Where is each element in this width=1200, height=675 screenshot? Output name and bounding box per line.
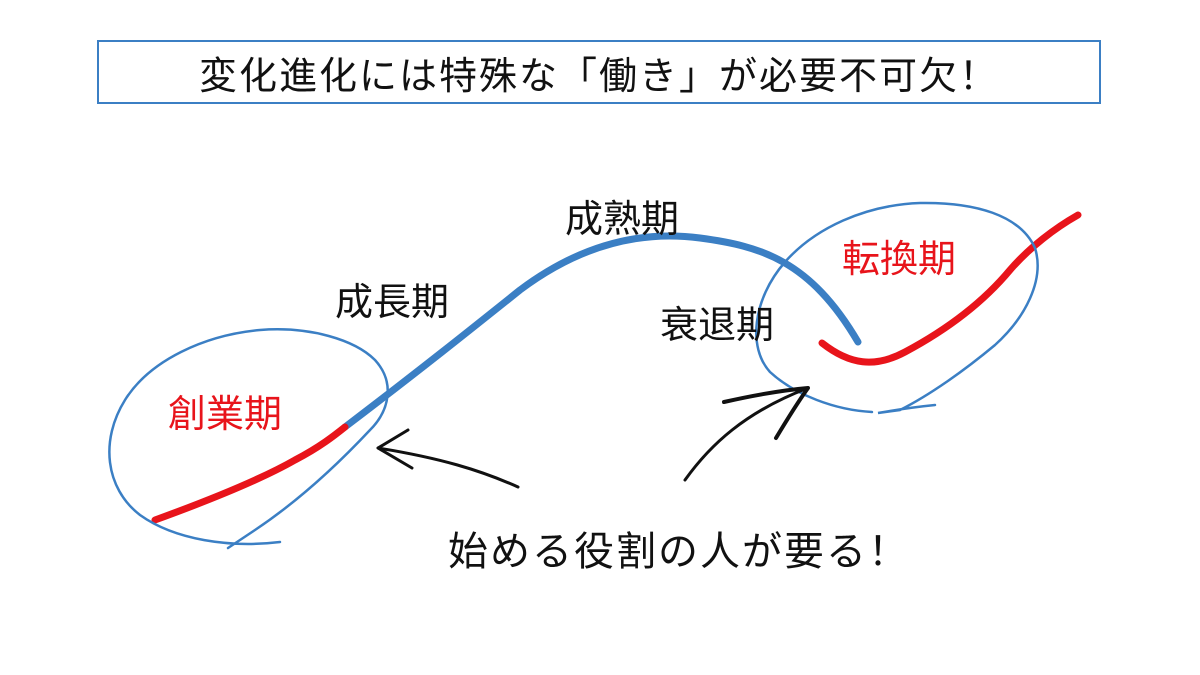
right-arrow: [683, 386, 810, 482]
startup-curve: [151, 423, 349, 524]
phase-label-growth: 成長期: [335, 280, 449, 324]
right-arrow-head: [722, 386, 810, 440]
phase-label-decline: 衰退期: [660, 303, 774, 347]
left-arrow-head: [376, 428, 414, 470]
phase-label-maturity: 成熟期: [565, 197, 679, 241]
left-arrow: [376, 446, 520, 489]
title-box: 変化進化には特殊な「働き」が必要不可欠！: [97, 40, 1101, 104]
transition-curve: [818, 211, 1082, 366]
transition-circle: [755, 201, 1039, 415]
annotation-text: 始める役割の人が要る！: [448, 529, 910, 575]
phase-label-startup: 創業期: [168, 392, 282, 436]
phase-label-transition: 転換期: [842, 237, 956, 281]
startup-circle: [108, 328, 389, 550]
page-title: 変化進化には特殊な「働き」が必要不可欠！: [198, 53, 999, 98]
